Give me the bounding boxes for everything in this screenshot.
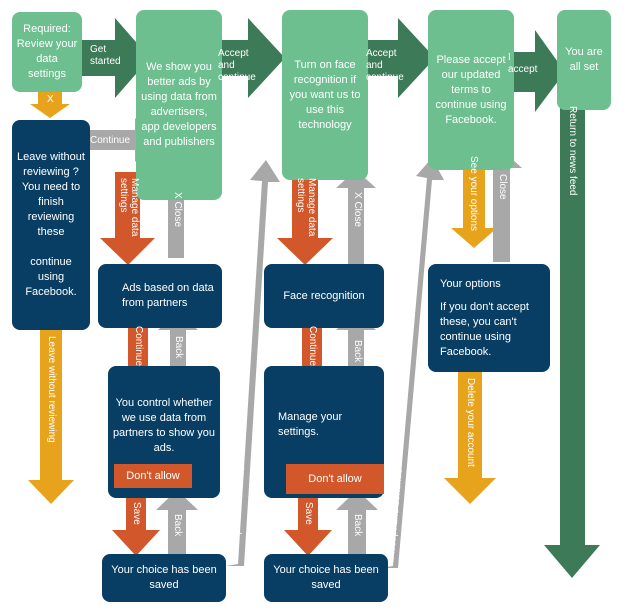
arrow-save-1 xyxy=(112,494,160,556)
arrow-leave-without-reviewing xyxy=(28,328,74,504)
label-manage-data-1: Manage data settings xyxy=(118,178,140,237)
label-manage-data-2: Manage data settings xyxy=(295,178,317,237)
arrow-x xyxy=(30,92,70,118)
arrow-accept-continue-diag-2 xyxy=(380,158,444,568)
label-accept-continue-2: Accept and continue xyxy=(366,48,404,83)
box-leave-without: Leave without reviewing ? You need to fi… xyxy=(12,120,90,330)
arrow-back-3 xyxy=(156,490,198,556)
arrow-see-options xyxy=(451,150,497,248)
box-ads-partners: Ads based on data from partners xyxy=(98,264,222,328)
arrow-manage-data-1 xyxy=(100,172,155,265)
arrow-accept-continue-2 xyxy=(358,18,435,98)
arrow-back-4 xyxy=(336,490,378,556)
label-back-1: Back xyxy=(173,336,184,359)
label-continue: Continue xyxy=(90,135,131,146)
box-turn-on-face: Turn on face recognition if you want us … xyxy=(282,10,368,180)
label-accept-continue-1: Accept and continue xyxy=(218,48,256,83)
label-close: Close xyxy=(497,174,508,200)
arrow-get-started xyxy=(80,18,150,98)
label-x-close-1: X Close xyxy=(172,192,183,228)
label-return-news: Return to news feed xyxy=(567,106,578,196)
label-back-2: Back xyxy=(352,340,363,363)
label-save-2: Save xyxy=(303,502,314,525)
label-x: X xyxy=(47,94,54,105)
label-back-3: Back xyxy=(172,514,183,537)
arrow-return-news-feed xyxy=(544,95,600,578)
box-saved-2: Your choice has been saved xyxy=(264,554,388,602)
box-accept-terms: Please accept our updated terms to conti… xyxy=(428,10,514,170)
dont-allow-button-1[interactable]: Don't allow xyxy=(114,464,192,488)
label-back-4: Back xyxy=(352,514,363,537)
box-required: Required: Review your data settings xyxy=(12,12,82,92)
arrow-x-close-1 xyxy=(156,170,196,258)
your-options-body: If you don't accept these, you can't con… xyxy=(440,300,529,358)
label-get-started: Get started xyxy=(90,44,121,67)
arrow-back-2 xyxy=(336,312,376,382)
box-you-are-set: You are all set xyxy=(557,10,611,110)
your-options-title: Your options xyxy=(440,277,501,290)
arrow-accept-continue-diag-1 xyxy=(226,160,280,566)
dont-allow-button-2[interactable]: Don't allow xyxy=(286,464,384,494)
label-save-1: Save xyxy=(131,502,142,525)
label-continue-1: Continue xyxy=(133,326,144,367)
box-we-show: We show you better ads by using data fro… xyxy=(136,10,222,200)
arrow-i-accept xyxy=(500,30,565,112)
box-face-recognition: Face recognition xyxy=(264,264,384,328)
arrow-close xyxy=(482,150,522,262)
label-see-options: See your options xyxy=(468,156,479,232)
arrow-x-close-2 xyxy=(336,170,376,268)
arrow-manage-data-2 xyxy=(277,172,333,265)
label-x-close-2: X Close xyxy=(352,192,363,228)
label-continue-2: Continue xyxy=(307,326,318,367)
arrow-accept-continue-1 xyxy=(210,18,285,98)
label-leave-without-reviewing: Leave without reviewing xyxy=(46,336,57,443)
arrow-save-2 xyxy=(284,494,332,556)
label-delete-account: Delete your account xyxy=(465,378,476,467)
box-saved-1: Your choice has been saved xyxy=(102,554,226,602)
arrow-delete-account xyxy=(444,372,496,504)
label-i-accept: I accept xyxy=(508,52,538,75)
arrow-back-1 xyxy=(158,312,198,382)
box-your-options: Your options If you don't accept these, … xyxy=(428,264,550,372)
